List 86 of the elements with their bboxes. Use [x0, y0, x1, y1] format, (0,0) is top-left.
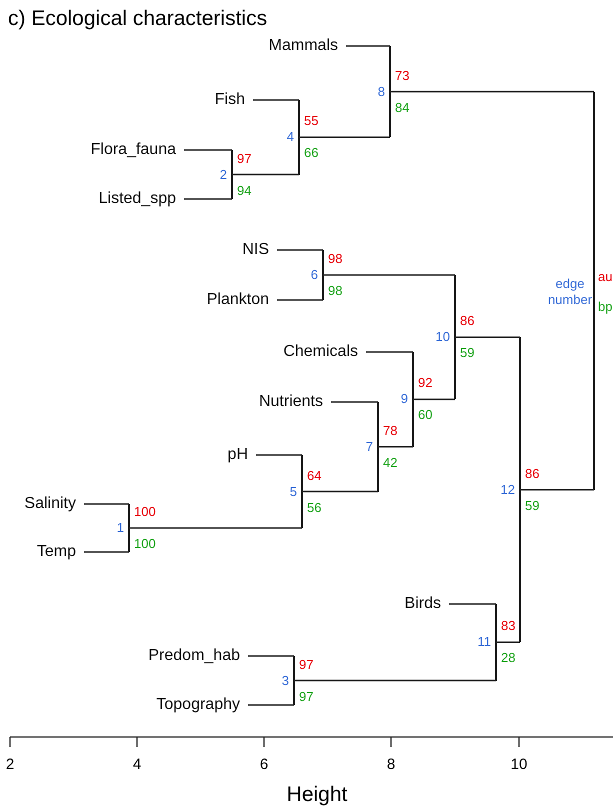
branch-line: [390, 90, 594, 92]
edge-number: 3: [282, 674, 289, 688]
branch-line: [277, 299, 323, 301]
leaf-label: Birds: [404, 595, 449, 613]
bp-value: 28: [501, 651, 516, 666]
au-value: 98: [328, 252, 342, 266]
leaf-label: NIS: [242, 241, 277, 259]
au-value: 92: [418, 376, 432, 390]
au-value: 78: [383, 424, 398, 438]
branch-line: [331, 401, 378, 403]
branch-line: [455, 336, 520, 338]
branch-line: [413, 398, 455, 400]
branch-line: [256, 454, 302, 456]
branch-line: [378, 446, 413, 448]
branch-line: [248, 704, 294, 706]
bp-value: 59: [460, 346, 474, 360]
branch-line: [449, 603, 496, 605]
tick-label: 10: [510, 757, 528, 772]
leaf-label: Predom_hab: [148, 647, 248, 665]
leaf-label: Temp: [36, 543, 84, 561]
tick-label: 6: [260, 757, 268, 772]
leaf-label: Nutrients: [258, 393, 331, 411]
leaf-label: Plankton: [206, 291, 277, 309]
bp-value: 60: [418, 408, 432, 422]
bp-value: 98: [328, 284, 342, 298]
edge-number: 8: [378, 84, 385, 99]
au-value: 83: [501, 619, 516, 634]
bp-value: 94: [237, 184, 252, 198]
leaf-label: Chemicals: [283, 343, 366, 361]
branch-line: [277, 249, 323, 251]
leaf-label: Mammals: [268, 37, 346, 55]
au-value: 100: [134, 505, 156, 519]
branch-line: [346, 45, 390, 47]
edge-number: 7: [366, 440, 373, 454]
au-value: 64: [307, 468, 322, 482]
branch-line: [184, 198, 232, 200]
edge-number: 6: [310, 268, 318, 282]
bp-value: 59: [525, 498, 540, 513]
branch-line: [496, 642, 520, 643]
edge-number: 5: [290, 484, 297, 498]
tick-label: 2: [6, 757, 14, 772]
au-value: 55: [304, 114, 318, 128]
au-value: 73: [395, 68, 410, 83]
branch-line: [84, 551, 129, 553]
branch-line: [302, 490, 378, 492]
branch-line: [232, 174, 299, 176]
bp-value: 84: [395, 100, 410, 115]
tick-label: 4: [132, 757, 142, 772]
edge-number: 10: [436, 330, 450, 344]
edge-number: 9: [400, 392, 408, 406]
branch-line: [294, 680, 496, 682]
axis-title: Height: [286, 784, 348, 805]
bp-value: 42: [383, 456, 398, 470]
bp-value: 97: [299, 690, 314, 704]
leaf-label: pH: [228, 446, 256, 464]
branch-line: [129, 527, 302, 529]
branch-line: [299, 136, 390, 138]
branch-line: [84, 503, 129, 505]
key-text: bp: [598, 300, 612, 313]
figure-title: c) Ecological characteristics: [8, 8, 268, 29]
bp-value: 66: [304, 146, 318, 160]
leaf-label: Flora_fauna: [90, 141, 184, 159]
branch-line: [323, 274, 455, 276]
branch-line: [520, 488, 594, 490]
bp-value: 56: [307, 500, 322, 514]
edge-number: 4: [286, 130, 294, 144]
branch-line: [248, 655, 294, 657]
leaf-label: Topography: [156, 696, 248, 714]
au-value: 86: [460, 314, 474, 328]
au-value: 97: [237, 152, 252, 166]
branch-line: [184, 149, 232, 151]
leaf-label: Listed_spp: [98, 190, 184, 208]
branch-line: [253, 99, 299, 101]
leaf-label: Salinity: [24, 495, 84, 513]
edge-number: 12: [500, 482, 515, 497]
au-value: 97: [299, 658, 314, 672]
tick-label: 8: [386, 757, 396, 772]
au-value: 86: [525, 466, 540, 481]
key-text: au: [598, 270, 612, 283]
edge-number: 1: [116, 521, 124, 535]
edge-number: 2: [220, 168, 227, 182]
bp-value: 100: [134, 537, 156, 551]
key-text: edge number: [546, 276, 594, 308]
leaf-label: Fish: [214, 91, 253, 109]
edge-number: 11: [478, 635, 491, 650]
branch-line: [366, 351, 413, 353]
